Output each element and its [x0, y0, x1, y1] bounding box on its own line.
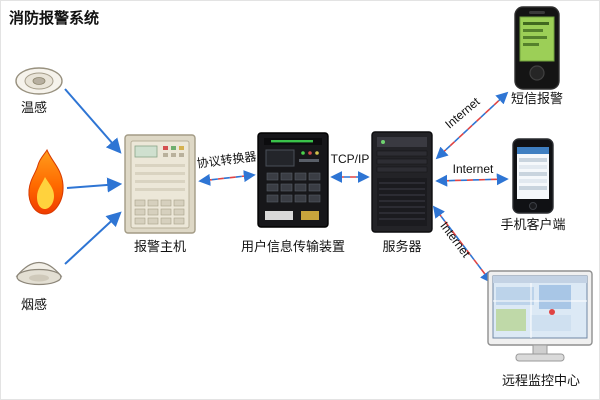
internet-middle-label: Internet — [453, 162, 494, 176]
arrow-smoke-to-host — [64, 211, 122, 265]
link-server-sms — [435, 91, 509, 160]
monitor-center-label: 远程监控中心 — [502, 373, 580, 388]
server-label: 服务器 — [382, 239, 421, 254]
flame-icon — [28, 148, 64, 215]
arrow-temp-to-host — [64, 88, 122, 154]
alarm-host-icon — [124, 134, 196, 234]
protocol-converter-label: 协议转换器 — [196, 148, 257, 170]
internet-bottom-label: Internet — [437, 219, 473, 260]
smoke-sensor-label: 烟感 — [21, 297, 47, 312]
temp-sensor-label: 温感 — [21, 100, 47, 115]
alarm-host-label: 报警主机 — [134, 239, 186, 254]
link-host-transmitter — [198, 170, 256, 186]
smoke-sensor-icon — [15, 261, 63, 286]
transmitter-label: 用户信息传输装置 — [241, 239, 345, 254]
arrow-flame-to-host — [66, 177, 123, 193]
link-server-mobile — [435, 173, 509, 187]
page-title: 消防报警系统 — [9, 9, 99, 27]
tcpip-label: TCP/IP — [331, 152, 370, 166]
transmitter-icon — [257, 132, 329, 228]
server-icon — [371, 131, 433, 233]
sms-phone-icon — [514, 6, 560, 90]
internet-top-label: Internet — [442, 94, 483, 131]
temp-sensor-icon — [15, 67, 63, 95]
monitor-icon — [487, 270, 593, 362]
link-server-monitor — [432, 205, 493, 284]
mobile-client-label: 手机客户端 — [500, 217, 565, 232]
sms-phone-label: 短信报警 — [511, 91, 563, 106]
mobile-client-icon — [512, 138, 554, 214]
